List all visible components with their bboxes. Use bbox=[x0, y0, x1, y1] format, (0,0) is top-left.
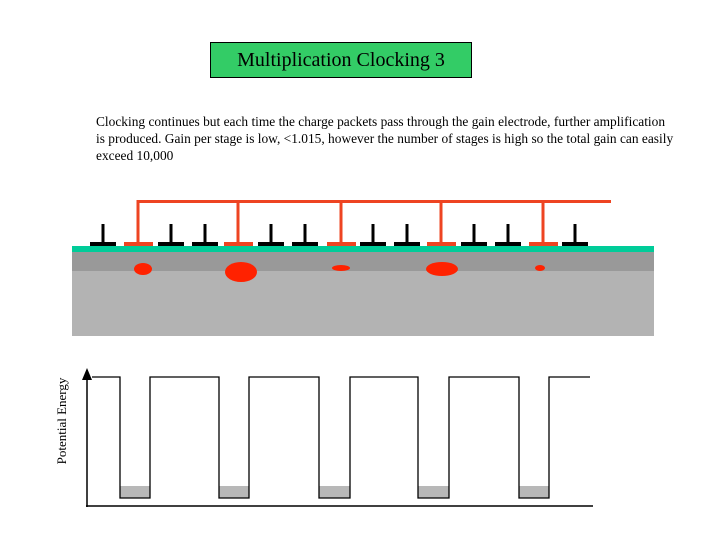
clock-electrode bbox=[158, 224, 184, 246]
substrate-light bbox=[72, 270, 654, 336]
gain-bus-drop-2 bbox=[236, 200, 240, 243]
gain-bus-drop-3 bbox=[339, 200, 343, 243]
clock-electrodes bbox=[90, 224, 588, 246]
gain-bus-drop-1 bbox=[136, 200, 140, 243]
charge-packet bbox=[134, 263, 152, 275]
clock-electrode bbox=[562, 224, 588, 246]
y-axis-label: Potential Energy bbox=[54, 377, 69, 465]
substrate-dark bbox=[72, 252, 654, 271]
gain-electrode-bus bbox=[136, 200, 611, 243]
clock-electrode bbox=[192, 224, 218, 246]
charge-packet bbox=[332, 265, 350, 271]
clock-electrode bbox=[360, 224, 386, 246]
surface-strip bbox=[72, 246, 654, 252]
clock-electrode bbox=[461, 224, 487, 246]
gain-electrode bbox=[327, 242, 356, 246]
gain-electrode bbox=[427, 242, 456, 246]
charge-packets bbox=[134, 262, 545, 282]
potential-well-fill bbox=[319, 486, 350, 498]
charge-packet bbox=[225, 262, 257, 282]
clock-electrode bbox=[90, 224, 116, 246]
gain-electrodes bbox=[124, 242, 558, 246]
charge-packet bbox=[535, 265, 545, 271]
gain-electrode bbox=[224, 242, 253, 246]
clock-electrode bbox=[292, 224, 318, 246]
charge-packet bbox=[426, 262, 458, 276]
potential-well-fill bbox=[519, 486, 549, 498]
description-text: Clocking continues but each time the cha… bbox=[96, 114, 674, 163]
potential-energy-plot bbox=[82, 368, 593, 507]
gain-electrode bbox=[529, 242, 558, 246]
gain-bus-top bbox=[137, 200, 611, 203]
clock-electrode bbox=[495, 224, 521, 246]
potential-well-fill bbox=[120, 486, 150, 498]
potential-well-fill bbox=[219, 486, 249, 498]
gain-bus-drop-4 bbox=[439, 200, 443, 243]
potential-profile-line bbox=[92, 376, 590, 499]
y-axis-arrow bbox=[82, 368, 92, 380]
gain-electrode bbox=[124, 242, 153, 246]
slide-title: Multiplication Clocking 3 bbox=[210, 42, 472, 78]
potential-well-fill bbox=[418, 486, 449, 498]
gain-bus-drop-5 bbox=[541, 200, 545, 243]
clock-electrode bbox=[258, 224, 284, 246]
clock-electrode bbox=[394, 224, 420, 246]
